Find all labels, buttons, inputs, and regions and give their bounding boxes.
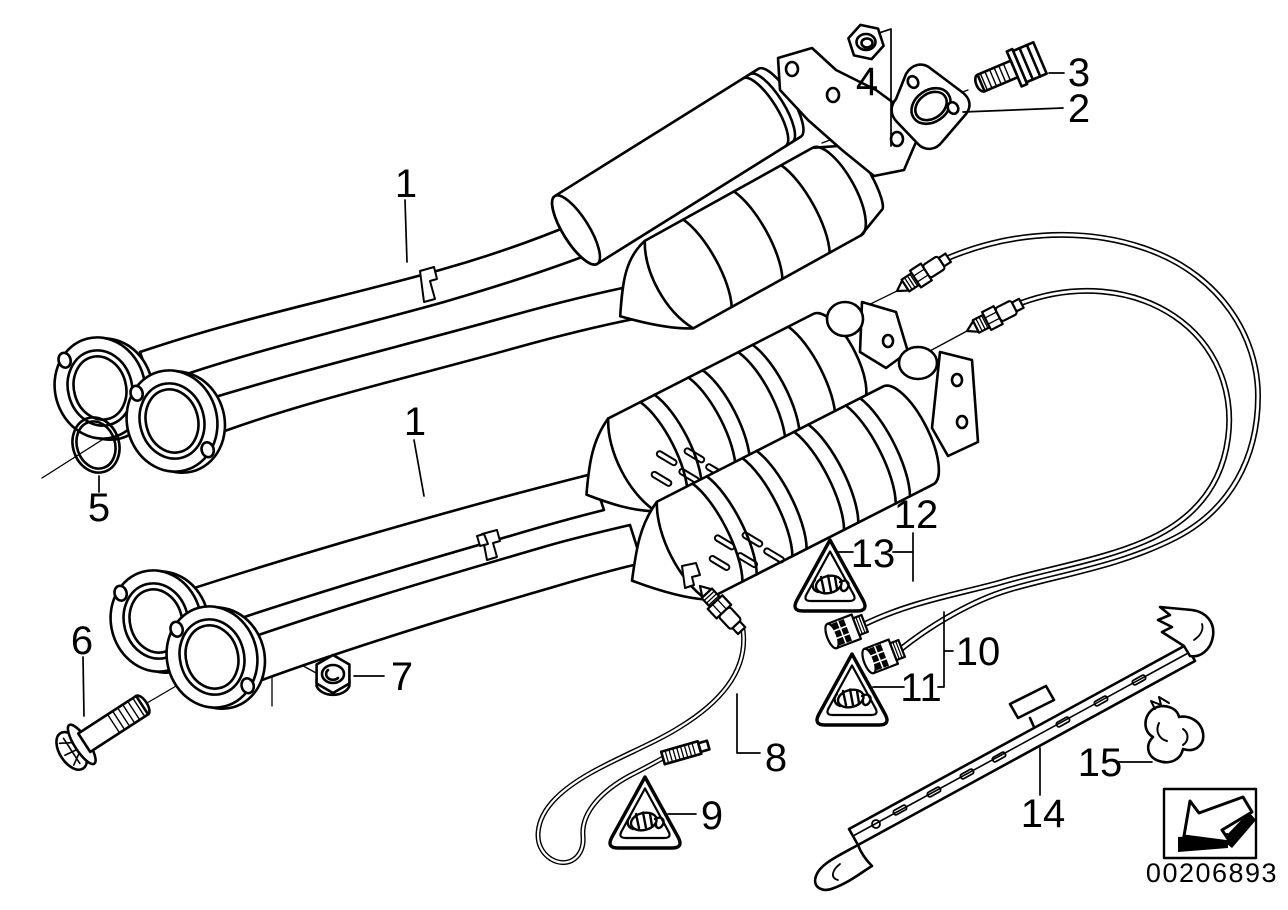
o-ring-5 — [71, 416, 121, 474]
oxygen-sensor-cables — [821, 231, 1261, 677]
callout-8[interactable]: 8 — [765, 736, 787, 780]
flange-hole — [889, 130, 905, 148]
doc-number-block: 00206893 — [1146, 787, 1278, 888]
catalyst-front — [618, 143, 885, 330]
pipe-hanger-tab — [476, 533, 489, 547]
front-outlet-flange — [776, 46, 918, 178]
catalyst-upper-outlet-flange — [858, 300, 910, 370]
temp-sensor-assembly — [535, 577, 751, 866]
sensor-boss-upper — [825, 300, 865, 338]
front-pipe-catalyst-assembly — [42, 46, 918, 487]
flange-hole — [950, 372, 964, 388]
cable-channel-bracket — [813, 605, 1215, 892]
resonator — [550, 66, 805, 266]
callout-2[interactable]: 2 — [1068, 87, 1090, 131]
flange-hole — [955, 414, 969, 430]
callout-10[interactable]: 10 — [956, 630, 1001, 674]
callouts: 1 1 2 3 4 5 6 7 8 9 10 11 12 13 14 15 — [71, 51, 1122, 838]
bracket-top-claw — [1156, 605, 1215, 658]
retaining-clip — [1144, 696, 1205, 764]
fasteners — [55, 23, 1048, 771]
callout-9[interactable]: 9 — [701, 794, 723, 838]
catalyst-body-lower — [630, 384, 941, 602]
pipe-hanger-tab — [419, 266, 438, 303]
callout-11[interactable]: 11 — [900, 666, 942, 710]
callout-leader-lines — [82, 28, 1153, 815]
callout-7[interactable]: 7 — [391, 655, 413, 699]
flange-hole — [881, 333, 895, 349]
callout-4[interactable]: 4 — [856, 60, 878, 104]
callout-3[interactable]: 3 — [1068, 51, 1090, 95]
bracket-left-foot — [813, 843, 874, 892]
callout-1-rear[interactable]: 1 — [404, 400, 426, 444]
bracket-flag-tab — [1008, 684, 1056, 720]
callout-13[interactable]: 13 — [851, 532, 896, 576]
torx-bolt-6 — [55, 694, 151, 771]
sensor-connector-plug-1 — [821, 610, 871, 652]
callout-1-front[interactable]: 1 — [395, 162, 417, 206]
doc-number: 00206893 — [1146, 858, 1278, 888]
cable-end-ferrule — [659, 739, 711, 766]
hex-nut-7 — [315, 653, 351, 697]
gasket-2 — [890, 63, 971, 151]
cable-guide-hook — [681, 562, 701, 589]
hex-nut-4 — [847, 23, 885, 61]
callout-14[interactable]: 14 — [1021, 792, 1066, 836]
warning-triangle-icon-9 — [608, 775, 682, 850]
sensor-boss-lower — [897, 345, 939, 381]
catalyst-lower-outlet-flange — [930, 350, 980, 458]
pipe-hanger-tab — [481, 529, 501, 561]
hex-bolt-3 — [974, 41, 1048, 93]
callout-12[interactable]: 12 — [894, 493, 939, 537]
oxygen-sensor-upper — [890, 248, 955, 301]
oxygen-sensor-lower — [961, 293, 1028, 342]
callout-6[interactable]: 6 — [71, 619, 93, 663]
rear-pipe-catalyst-assembly — [98, 300, 980, 723]
callout-5[interactable]: 5 — [88, 486, 110, 530]
callout-15[interactable]: 15 — [1078, 741, 1123, 785]
flange-hole — [784, 60, 800, 78]
flange-hole — [825, 86, 841, 104]
